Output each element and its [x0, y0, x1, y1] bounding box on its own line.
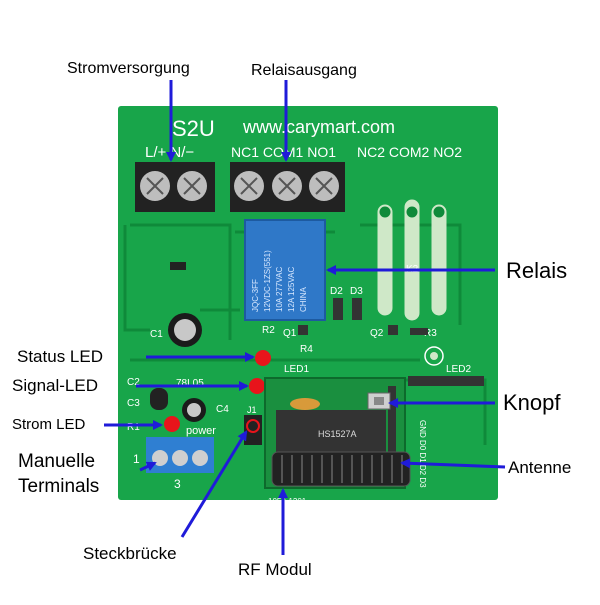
silk-d2: D2	[330, 286, 343, 297]
label-relaisausgang: Relaisausgang	[251, 62, 357, 79]
transistor-q2	[388, 325, 398, 335]
capacitor-c1	[168, 313, 202, 347]
capacitor-c4	[182, 398, 206, 422]
relay-text-4: 12A 125VAC	[287, 267, 296, 312]
silk-j1: J1	[247, 405, 257, 415]
transistor-q1	[298, 325, 308, 335]
led-signal	[249, 378, 265, 394]
label-steckbruecke: Steckbrücke	[83, 544, 177, 563]
label-antenne: Antenne	[508, 458, 572, 477]
label-signal-led: Signal-LED	[12, 376, 98, 395]
silk-r4: R4	[300, 344, 313, 355]
header-labels: GND D0 D1 D2 D3	[418, 420, 427, 488]
label-status-led: Status LED	[17, 347, 103, 366]
silk-q2: Q2	[370, 328, 384, 339]
silk-d3: D3	[350, 286, 363, 297]
silk-c2: C2	[127, 377, 140, 388]
silk-led2: LED2	[446, 364, 471, 375]
silk-c4: C4	[216, 404, 229, 415]
silk-q1: Q1	[283, 328, 297, 339]
manual-terminal-block	[146, 437, 214, 473]
diodes	[333, 298, 362, 320]
silk-r3: R3	[424, 328, 437, 339]
power-terminal-block	[135, 162, 215, 212]
relay-text-3: 10A 277VAC	[275, 267, 284, 312]
antenna-coil-lines	[281, 455, 403, 483]
jumper-header	[244, 415, 262, 445]
relay-text-2: 12VDC-1ZS(551)	[263, 250, 272, 312]
pin-header	[408, 376, 484, 386]
arrow-steckbruecke	[180, 430, 248, 538]
silk-power: power	[186, 425, 216, 437]
ic-label: HS1527A	[318, 429, 357, 439]
silk-78l05: 78L05	[176, 378, 204, 389]
silk-r2: R2	[262, 325, 275, 336]
board-model-text: S2U	[172, 116, 215, 141]
relay-terminal-block	[230, 162, 345, 212]
pcb-code: 1050-1201	[268, 497, 307, 506]
label-manuelle-terminals-line1: Manuelle	[18, 451, 96, 472]
label-rf-modul: RF Modul	[238, 560, 312, 579]
led-power	[164, 416, 180, 432]
relay-text-5: CHINA	[299, 286, 308, 312]
arrow-manuelle-terminals	[139, 461, 157, 472]
silk-led1: LED1	[284, 364, 309, 375]
board-url-text: www.carymart.com	[242, 117, 395, 137]
label-manuelle-terminals-line2: Terminals	[18, 476, 100, 497]
relay-text-1: JQC-3FF	[251, 279, 260, 312]
silk-c3: C3	[127, 398, 140, 409]
led2-footprint	[424, 346, 444, 366]
silk-r1: R1	[127, 422, 140, 433]
regulator-78l05	[150, 388, 168, 410]
antenna-spring	[271, 451, 411, 487]
push-button	[367, 392, 391, 410]
resistor-r3	[410, 328, 428, 335]
diode-left	[170, 262, 186, 270]
silk-c1: C1	[150, 329, 163, 340]
relay2-footprint	[377, 199, 447, 321]
label-stromversorgung: Stromversorgung	[67, 60, 190, 77]
relay2-terminal-label: NC2 COM2 NO2	[357, 144, 462, 160]
silk-1: 1	[133, 452, 140, 466]
relay-k1: JQC-3FF 12VDC-1ZS(551) 10A 277VAC 12A 12…	[244, 219, 326, 321]
relay1-terminal-label: NC1 COM1 NO1	[231, 144, 336, 160]
led-status	[255, 350, 271, 366]
label-relais: Relais	[506, 258, 568, 283]
callout-arrows	[104, 80, 506, 555]
label-knopf: Knopf	[503, 390, 561, 415]
label-strom-led: Strom LED	[12, 416, 86, 433]
silk-3: 3	[174, 477, 181, 491]
arrow-antenne	[400, 458, 506, 469]
